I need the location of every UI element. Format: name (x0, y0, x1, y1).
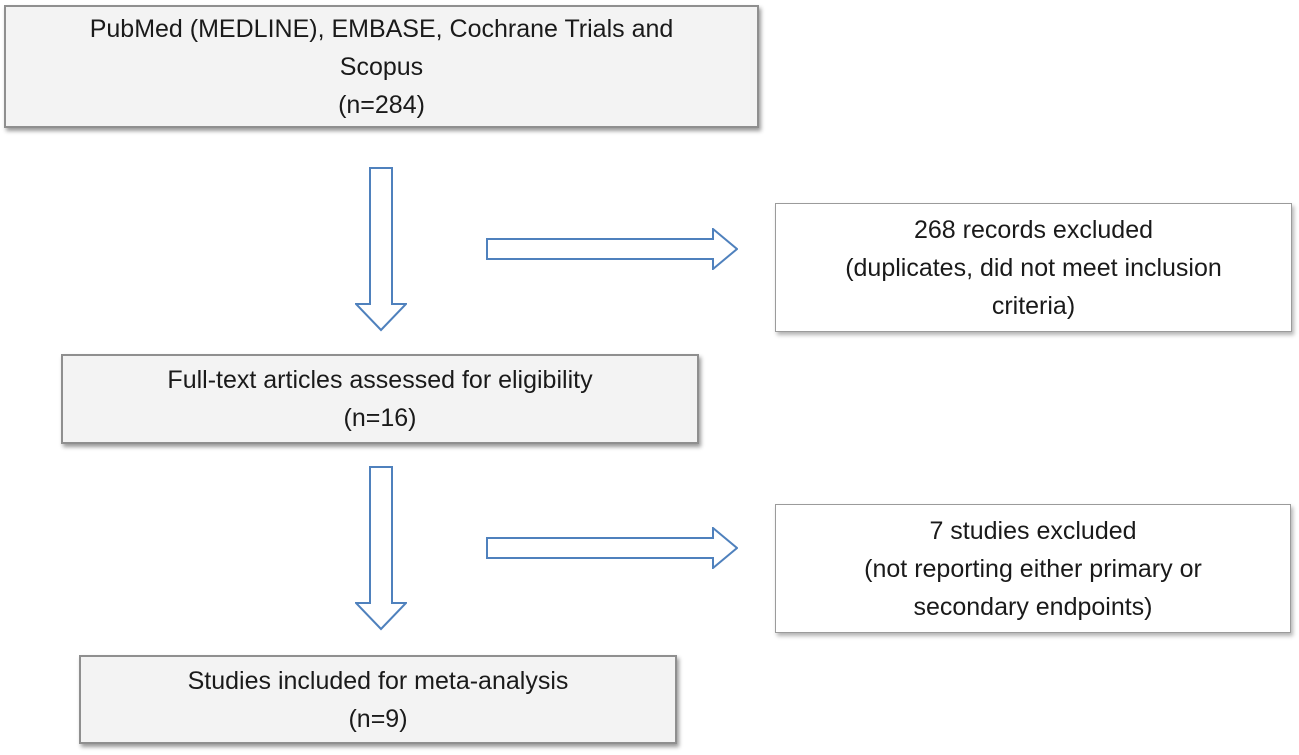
box-included-meta-analysis: Studies included for meta-analysis (n=9) (79, 655, 677, 744)
box-studies-excluded-line3: secondary endpoints) (913, 592, 1153, 621)
box-fulltext-assessed-line1: Full-text articles assessed for eligibil… (167, 366, 593, 394)
down-arrow-icon (355, 167, 407, 332)
box-fulltext-assessed: Full-text articles assessed for eligibil… (61, 354, 699, 444)
box-studies-excluded-line1: 7 studies excluded (929, 516, 1137, 545)
box-records-excluded-line1: 268 records excluded (913, 215, 1154, 244)
box-studies-excluded: 7 studies excluded (not reporting either… (775, 504, 1291, 633)
box-studies-excluded-line2: (not reporting either primary or (864, 554, 1202, 583)
box-fulltext-assessed-count: (n=16) (343, 404, 417, 432)
box-records-excluded-line2: (duplicates, did not meet inclusion (845, 253, 1222, 282)
down-arrow-icon (355, 466, 407, 631)
box-records-excluded: 268 records excluded (duplicates, did no… (775, 203, 1292, 332)
box-search-sources-count: (n=284) (338, 90, 425, 119)
right-arrow-icon (486, 527, 738, 569)
box-search-sources-line1: PubMed (MEDLINE), EMBASE, Cochrane Trial… (89, 14, 674, 43)
box-search-sources: PubMed (MEDLINE), EMBASE, Cochrane Trial… (4, 5, 759, 128)
box-search-sources-line2: Scopus (339, 52, 424, 81)
box-records-excluded-line3: criteria) (991, 291, 1076, 320)
box-included-meta-analysis-count: (n=9) (348, 704, 408, 733)
box-included-meta-analysis-line1: Studies included for meta-analysis (187, 666, 569, 695)
right-arrow-icon (486, 228, 738, 270)
